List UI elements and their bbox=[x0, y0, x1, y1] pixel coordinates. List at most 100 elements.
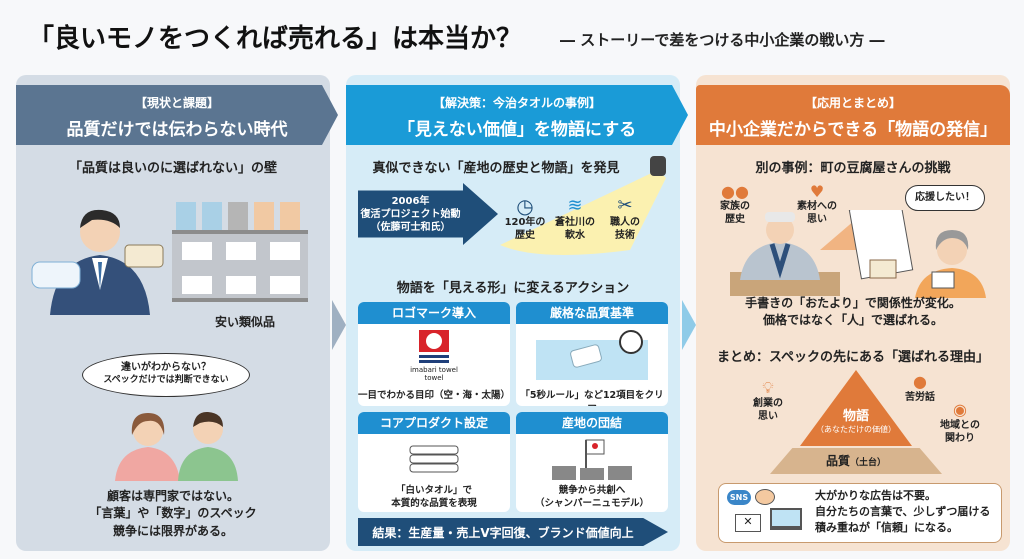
case-line: 手書きの「おたより」で関係性が変化。 bbox=[745, 296, 961, 310]
history-clock-icon: ◷ bbox=[516, 194, 534, 218]
speech-text: 応援したい！ bbox=[915, 192, 975, 203]
card-core-product: コアプロダクト設定 「白いタオル」で 本質的な品質を表現 bbox=[358, 412, 510, 512]
box-text: 大がかりな広告は不要。 自分たちの言葉で、少しずつ届ける 積み重ねが「信頼」にな… bbox=[815, 488, 990, 536]
heading: 中小企業だからできる「物語の発信」 bbox=[708, 120, 998, 140]
label: 家族の bbox=[720, 201, 750, 212]
base-sublabel: （土台） bbox=[850, 458, 887, 468]
discover-title: 真似できない「産地の歴史と物語」を発見 bbox=[372, 161, 620, 176]
person-speech-icon: ● bbox=[913, 372, 927, 391]
family-history: ●● 家族の 歴史 bbox=[715, 183, 755, 226]
card-caption: 一目でわかる目印（空・海・太陽） bbox=[358, 390, 510, 401]
logo-text: imabari towel bbox=[410, 366, 458, 374]
conclusion-line: 「言葉」や「数字」のスペック bbox=[89, 506, 257, 521]
asset-label: 歴史 bbox=[515, 229, 535, 241]
flow-chevron-icon bbox=[682, 300, 696, 350]
label: 思い bbox=[758, 410, 778, 422]
label: 歴史 bbox=[725, 213, 745, 225]
stopwatch-icon bbox=[619, 330, 643, 354]
card-title: 厳格な品質基準 bbox=[516, 302, 668, 324]
chat-bubble-icon bbox=[755, 489, 775, 505]
left-conclusion: 顧客は専門家ではない。 「言葉」や「数字」のスペック 競争には限界がある。 bbox=[16, 488, 330, 540]
asset-craft: ✂ 職人の 技術 bbox=[600, 195, 650, 242]
sns-label: SNS bbox=[729, 493, 749, 502]
card-title: 産地の団結 bbox=[516, 412, 668, 434]
base-label: 品質 bbox=[825, 454, 850, 468]
spotlight-icon bbox=[650, 156, 666, 176]
businessman-illustration bbox=[31, 209, 164, 315]
mail-icon: ✕ bbox=[735, 514, 761, 532]
pyramid-top-label: 物語 bbox=[842, 409, 869, 424]
family-icon: ●● bbox=[721, 182, 749, 201]
water-drop-icon: ≋ bbox=[567, 195, 583, 216]
factories-flag-icon bbox=[552, 439, 632, 480]
box-line: 積み重ねが「信頼」になる。 bbox=[815, 520, 958, 534]
asset-label: 技術 bbox=[615, 229, 635, 241]
project-arrow-text: 2006年 復活プロジェクト始動 （佐藤可士和氏） bbox=[358, 195, 463, 234]
lightbulb-icon: 💡︎ bbox=[762, 378, 774, 397]
craft-tools-icon: ✂ bbox=[617, 195, 633, 216]
asset-label: 120年の bbox=[504, 217, 546, 228]
asset-history: ◷ 120年の 歴史 bbox=[500, 195, 550, 242]
asset-label: 軟水 bbox=[565, 229, 585, 241]
tofu-shop-illustration bbox=[730, 210, 986, 298]
speech-bubble: 応援したい！ bbox=[905, 185, 985, 211]
bubble-line-2: スペックだけでは判断できない bbox=[103, 374, 229, 385]
card-title: コアプロダクト設定 bbox=[358, 412, 510, 434]
card-caption: （シャンパーニュモデル） bbox=[534, 498, 649, 509]
bubble-line-1: 違いがわからない？ bbox=[121, 362, 211, 373]
thought-bubble: 違いがわからない？ スペックだけでは判断できない bbox=[82, 353, 250, 397]
arrow-line: （佐藤可士和氏） bbox=[370, 222, 451, 233]
heading: 「見えない価値」を物語にする bbox=[397, 120, 637, 140]
confused-customers-illustration bbox=[115, 411, 238, 481]
label: 苦労話 bbox=[905, 392, 935, 403]
towel-stack-icon bbox=[409, 445, 459, 473]
asset-label: 蒼社川の bbox=[555, 217, 595, 228]
flow-chevron-icon bbox=[332, 300, 346, 350]
section-title: 「品質は良いのに選ばれない」の壁 bbox=[68, 161, 277, 176]
logo-text: towel bbox=[424, 374, 444, 382]
card-caption: 本質的な品質を表現 bbox=[391, 498, 477, 509]
box-line: 自分たちの言葉で、少しずつ届ける bbox=[815, 504, 991, 518]
asset-water: ≋ 蒼社川の 軟水 bbox=[550, 195, 600, 242]
heading: 品質だけでは伝わらない時代 bbox=[66, 120, 288, 140]
material-care: ♥ 素材への 思い bbox=[795, 183, 839, 226]
card-quality: 厳格な品質基準 「5秒ルール」など12項目をクリア bbox=[516, 302, 668, 406]
map-pin-icon: ◉ bbox=[953, 400, 967, 419]
case-line: 価格ではなく「人」で選ばれる。 bbox=[762, 313, 943, 328]
box-line: 大がかりな広告は不要。 bbox=[815, 489, 936, 502]
kicker: 【応用とまとめ】 bbox=[804, 96, 901, 110]
pyramid-base-label: 品質（土台） bbox=[770, 452, 942, 469]
pyramid-top-sublabel: （あなただけの価値） bbox=[816, 425, 896, 434]
conclusion-line: 顧客は専門家ではない。 bbox=[106, 489, 239, 503]
case-text: 手書きの「おたより」で関係性が変化。 価格ではなく「人」で選ばれる。 bbox=[696, 295, 1010, 330]
summary-title: まとめ：スペックの先にある「選ばれる理由」 bbox=[716, 350, 990, 365]
store-shelf-icon bbox=[172, 202, 308, 302]
imabari-logo-icon bbox=[419, 330, 449, 363]
hardship-story: ● 苦労話 bbox=[900, 372, 940, 405]
card-title: ロゴマーク導入 bbox=[358, 302, 510, 324]
regional-ties: ◉ 地域との 関わり bbox=[935, 400, 985, 445]
kicker: 【現状と課題】 bbox=[134, 96, 219, 110]
result-arrow bbox=[358, 518, 668, 546]
header-application: 【応用とまとめ】 中小企業だからできる「物語の発信」 bbox=[696, 85, 1010, 145]
actions-title: 物語を「見える形」に変えるアクション bbox=[396, 281, 630, 296]
laptop-icon bbox=[770, 508, 802, 530]
project-arrow bbox=[358, 183, 498, 245]
card-caption: 「白いタオル」で bbox=[395, 485, 472, 496]
label: 創業の bbox=[753, 398, 783, 409]
spotlight-beam bbox=[500, 156, 666, 255]
arrow-line: 復活プロジェクト始動 bbox=[360, 209, 461, 220]
founding-spirit: 💡︎ 創業の 思い bbox=[748, 378, 788, 423]
result-text: 結果：生産量・売上V字回復、ブランド価値向上 bbox=[372, 526, 634, 540]
kicker: 【解決策：今治タオルの事例】 bbox=[432, 96, 601, 110]
card-caption: 「5秒ルール」など12項目をクリア bbox=[520, 390, 664, 406]
shelf-label: 安い類似品 bbox=[214, 315, 275, 329]
header-solution: 【解決策：今治タオルの事例】 「見えない価値」を物語にする bbox=[346, 85, 688, 145]
label: 思い bbox=[807, 213, 827, 225]
arrow-line: 2006年 bbox=[391, 196, 430, 207]
header-current-issues: 【現状と課題】 品質だけでは伝わらない時代 bbox=[16, 85, 338, 145]
label: 地域との bbox=[940, 420, 980, 431]
card-logo: ロゴマーク導入 imabari towel towel 一目でわかる目印（空・海… bbox=[358, 302, 510, 406]
asset-label: 職人の bbox=[610, 217, 640, 228]
pyramid-base bbox=[770, 448, 942, 474]
